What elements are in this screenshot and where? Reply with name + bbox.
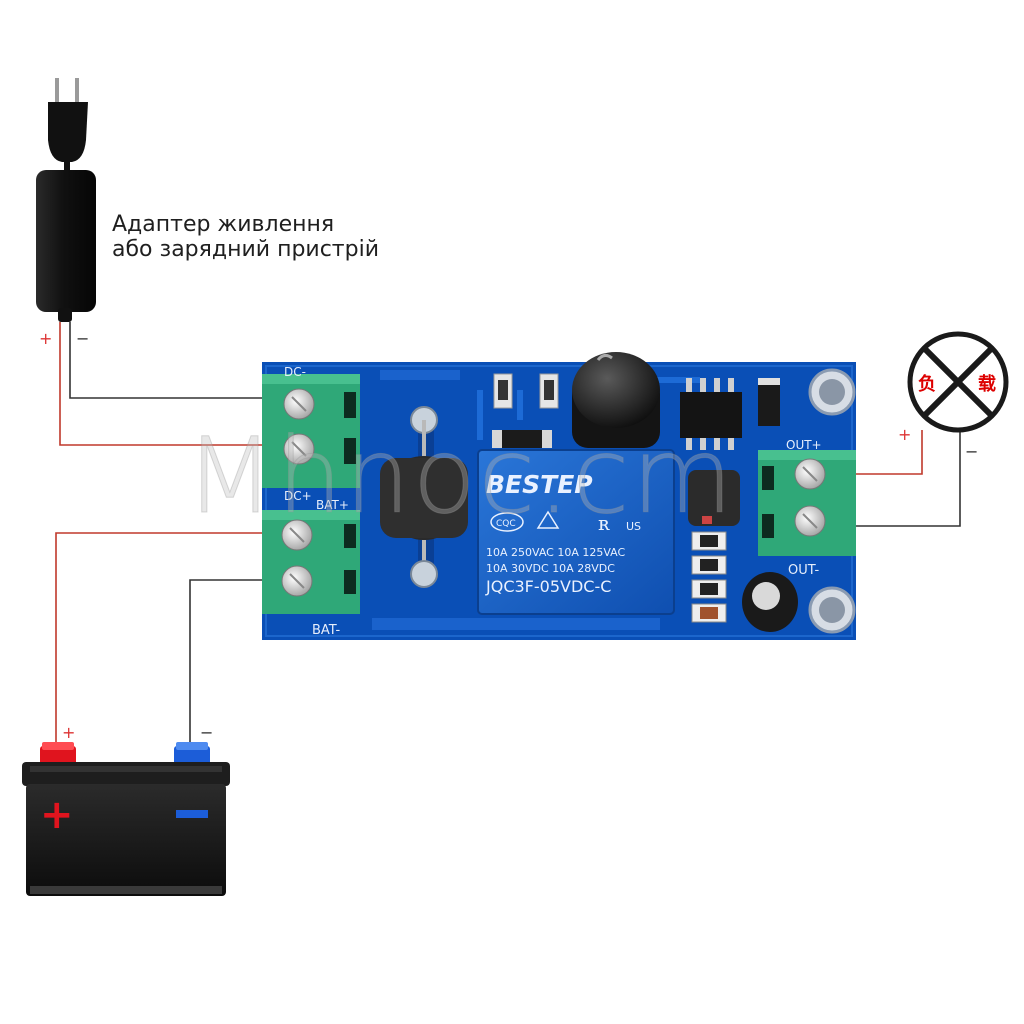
smd-diode (492, 430, 552, 448)
adapter-body (36, 170, 96, 312)
label-bat-plus: BAT+ (316, 498, 349, 512)
load-symbol: 负 载 + − (898, 331, 1009, 461)
power-adapter: + − (36, 78, 96, 348)
wires (55, 322, 961, 748)
smd-diode-right (758, 378, 780, 426)
inductor (688, 470, 740, 526)
svg-text:ʀ: ʀ (598, 511, 610, 535)
label-out-plus: OUT+ (786, 438, 822, 452)
load-plus-label: + (898, 425, 911, 444)
battery-plus-wire (55, 532, 295, 748)
plug-prong-right (75, 78, 79, 102)
relay-brand: BESTEP (486, 470, 593, 499)
smd-components (691, 531, 727, 623)
battery-lid (22, 762, 230, 786)
battery-minus-wire (189, 579, 295, 748)
adapter-caption: Адаптер живлення або зарядний пристрій (112, 212, 379, 262)
relay: BESTEP CQC ʀ US 10A 250VAC 10A 125VAC 10… (477, 449, 675, 615)
battery-plus-terminal-label: + (62, 723, 75, 742)
adapter-caption-line1: Адаптер живлення (112, 212, 335, 237)
load-minus-label: − (965, 442, 978, 461)
plug-prong-left (55, 78, 59, 102)
relay-spec-1: 10A 250VAC 10A 125VAC (486, 546, 626, 559)
relay-cqc: CQC (496, 519, 516, 529)
plug-head (48, 102, 88, 162)
relay-ul: US (626, 520, 641, 533)
terminal-out (758, 450, 856, 556)
label-dc-plus: DC+ (284, 489, 312, 503)
label-out-minus: OUT- (788, 563, 819, 578)
terminal-bat (262, 510, 360, 614)
battery-plus-sign: + (40, 792, 74, 838)
label-bat-minus: BAT- (312, 623, 341, 638)
battery-post-minus (174, 746, 210, 766)
load-label-right: 载 (978, 373, 996, 395)
battery-minus-terminal-label: − (200, 723, 213, 742)
battery-minus-sign (176, 810, 208, 818)
pcb-board: DC- DC+ BAT+ BAT- (262, 352, 856, 640)
diode-axial (380, 406, 468, 588)
plug-cable (64, 160, 70, 172)
adapter-minus-label: − (76, 329, 89, 348)
relay-model: JQC3F-05VDC-C (485, 577, 611, 596)
adapter-caption-line2: або зарядний пристрій (112, 237, 379, 262)
battery: + − + (22, 723, 230, 896)
load-minus-wire (810, 432, 961, 527)
terminal-dc (262, 374, 360, 488)
load-label-left: 负 (918, 373, 936, 395)
adapter-cable-exit (58, 308, 72, 322)
adapter-plus-label: + (39, 329, 52, 348)
electrolytic-capacitor (572, 352, 660, 448)
adapter-plus-wire (59, 322, 295, 446)
ic-chip (680, 378, 742, 450)
adapter-minus-wire (69, 322, 295, 399)
relay-spec-2: 10A 30VDC 10A 28VDC (486, 562, 615, 575)
label-dc-minus: DC- (284, 365, 306, 379)
battery-post-plus (40, 746, 76, 766)
